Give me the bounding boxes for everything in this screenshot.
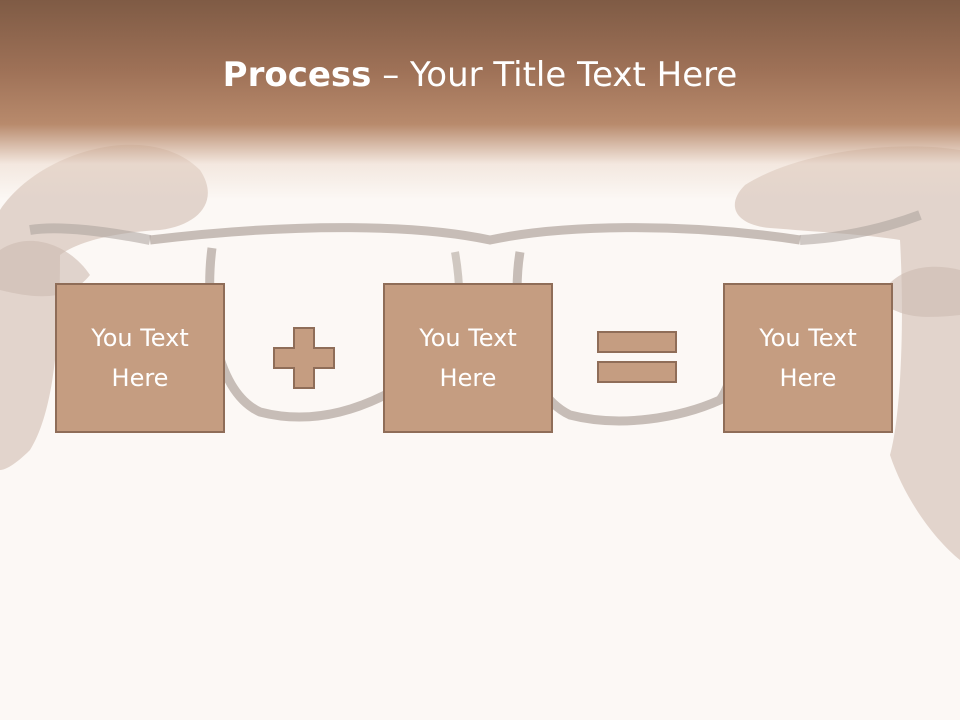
plus-icon (273, 327, 335, 389)
process-box-1[interactable]: You Text Here (55, 283, 225, 433)
process-box-1-text: You Text Here (91, 324, 189, 392)
title-separator: – (371, 55, 411, 95)
header-band (0, 0, 960, 200)
process-box-2[interactable]: You Text Here (383, 283, 553, 433)
process-box-2-text: You Text Here (419, 324, 517, 392)
title-text: Your Title Text Here (410, 55, 738, 95)
process-box-3-text: You Text Here (759, 324, 857, 392)
process-box-3[interactable]: You Text Here (723, 283, 893, 433)
title-keyword: Process (222, 55, 372, 95)
equals-icon (597, 331, 677, 383)
slide-title: Process – Your Title Text Here (0, 52, 960, 98)
